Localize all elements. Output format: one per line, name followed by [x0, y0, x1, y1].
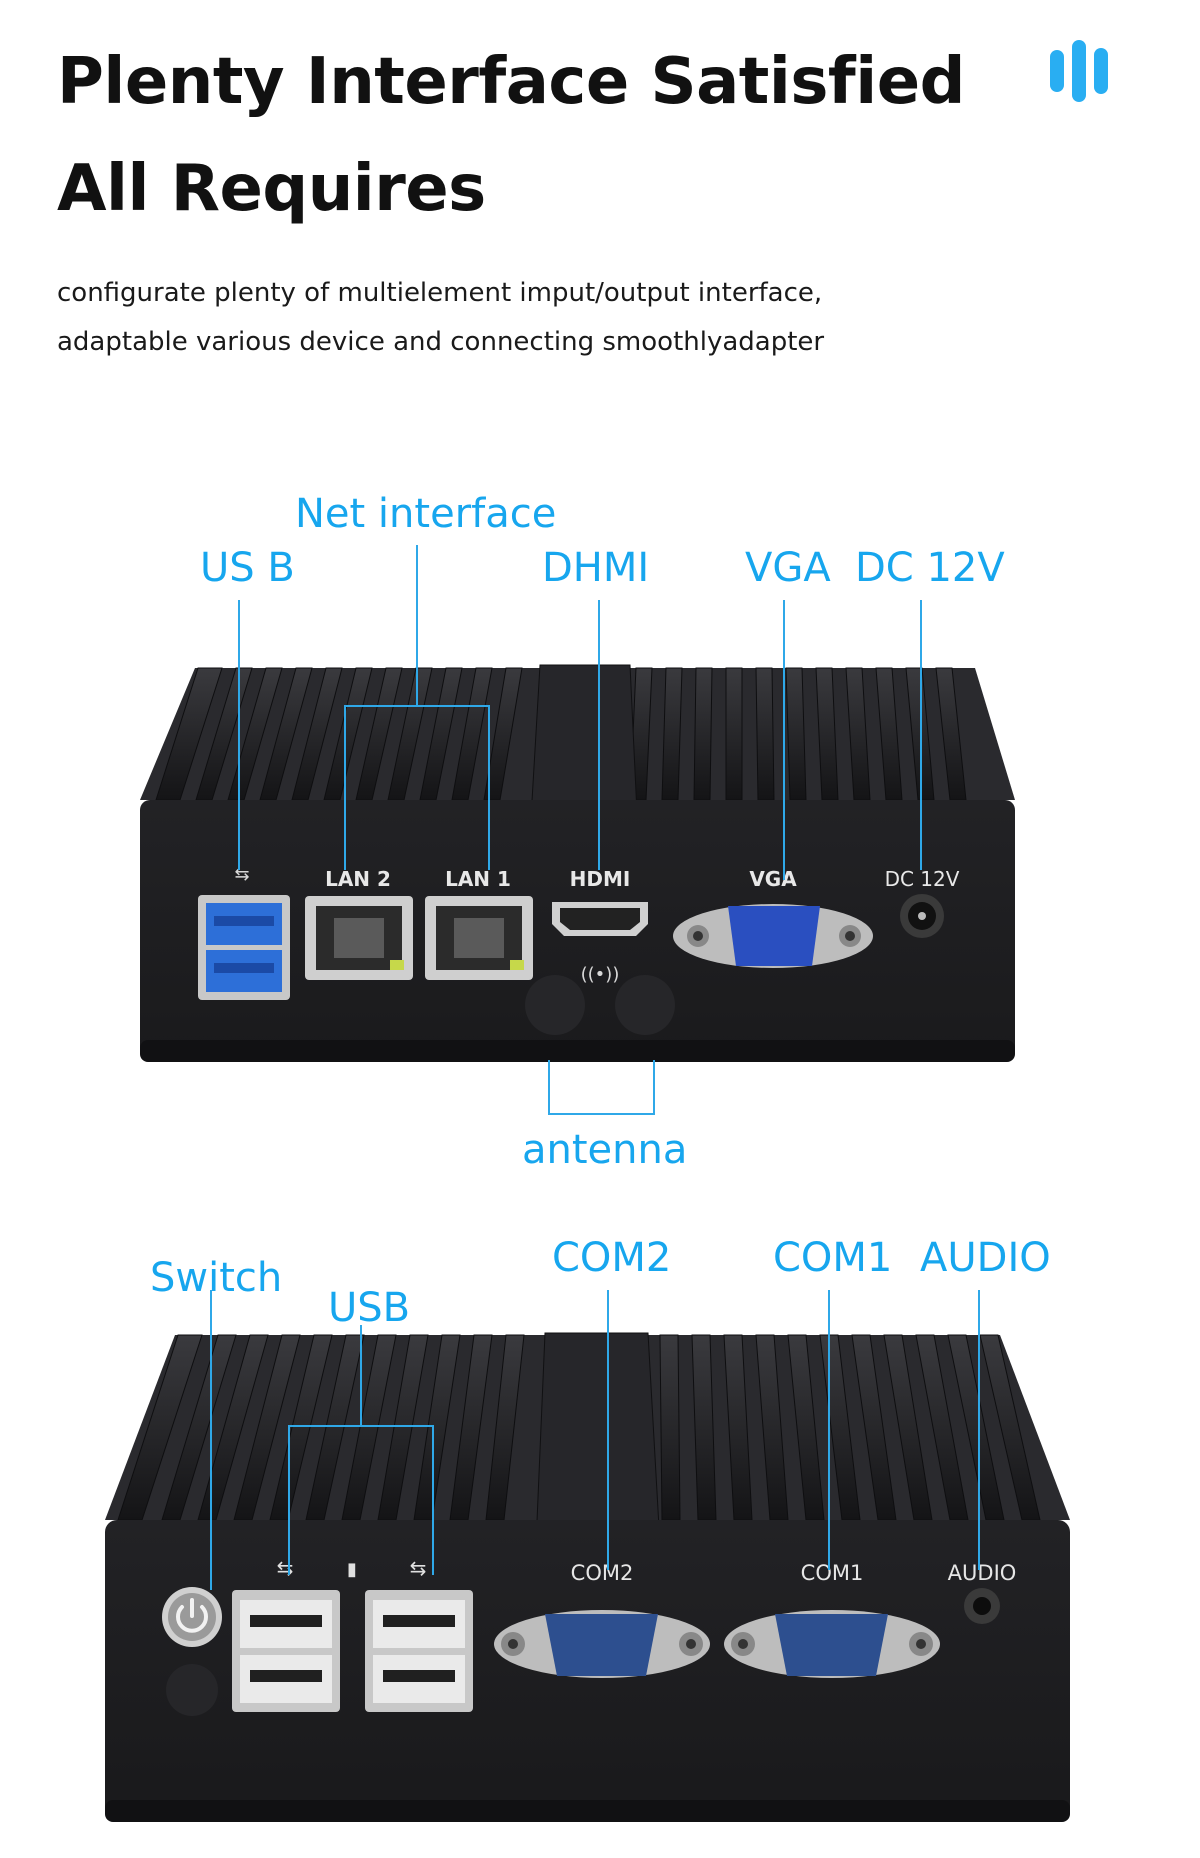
usb-icon: ⇆: [410, 1556, 427, 1580]
wifi-icon: ((•)): [581, 964, 620, 985]
rear-usb-stack-left: [232, 1590, 340, 1712]
front-hdmi-port: [552, 902, 648, 936]
callout-dc-12v: DC 12V: [855, 545, 1005, 591]
power-button: [162, 1587, 222, 1647]
com1-printed-label: COM1: [801, 1561, 864, 1585]
lan2-printed-label: LAN 2: [325, 867, 391, 891]
front-dc-jack: [900, 894, 944, 938]
front-panel-device: ⇆ LAN 2 LAN 1 HDMI ((•)) VGA: [140, 664, 1015, 1062]
audio-printed-label: AUDIO: [948, 1561, 1017, 1585]
front-lan1-port: [425, 896, 533, 980]
antenna-mount-left: [525, 975, 585, 1035]
rear-heatsink-fins: [117, 1334, 1041, 1521]
callout-hdmi: DHMI: [542, 545, 650, 591]
front-vga-port: [673, 904, 873, 968]
vga-printed-label: VGA: [749, 867, 797, 891]
callout-com2: COM2: [552, 1235, 672, 1281]
rear-usb-stack-right: [365, 1590, 473, 1712]
callout-antenna: antenna: [522, 1127, 688, 1173]
callout-switch: Switch: [150, 1255, 283, 1301]
front-lan2-port: [305, 896, 413, 980]
callout-audio: AUDIO: [920, 1235, 1051, 1281]
callout-vga: VGA: [745, 545, 831, 591]
dc-printed-label: DC 12V: [885, 867, 960, 891]
front-heatsink-fins: [155, 667, 967, 801]
subtitle-line-1: configurate plenty of multielement imput…: [57, 278, 823, 308]
com2-printed-label: COM2: [571, 1561, 634, 1585]
callout-com1: COM1: [773, 1235, 893, 1281]
hdd-led-icon: ▮: [347, 1559, 357, 1580]
antenna-mount-right: [615, 975, 675, 1035]
callout-usb: US B: [200, 545, 295, 591]
hdmi-printed-label: HDMI: [570, 867, 631, 891]
callout-net-interface: Net interface: [295, 491, 557, 537]
callout-usb-rear: USB: [328, 1285, 411, 1331]
page-title-line-1: Plenty Interface Satisfied: [57, 45, 965, 119]
audio-jack: [964, 1588, 1000, 1624]
com1-port: [724, 1610, 940, 1678]
lan1-printed-label: LAN 1: [445, 867, 511, 891]
page-title-line-2: All Requires: [57, 152, 486, 226]
com2-port: [494, 1610, 710, 1678]
subtitle-line-2: adaptable various device and connecting …: [57, 327, 825, 357]
usb-icon: ⇆: [277, 1556, 294, 1580]
